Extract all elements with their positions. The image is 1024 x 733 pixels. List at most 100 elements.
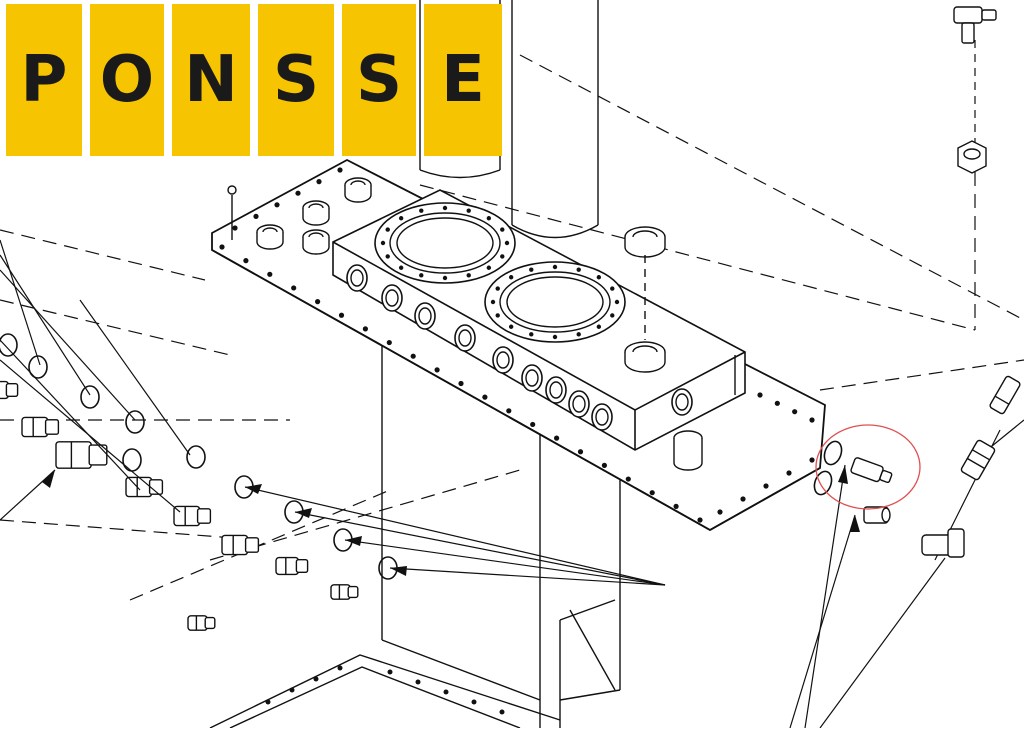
bolt bbox=[482, 394, 488, 400]
bolt bbox=[337, 167, 343, 173]
bolt bbox=[232, 225, 238, 231]
flange-bolt bbox=[442, 275, 448, 281]
bolt bbox=[673, 503, 679, 509]
logo-letter: S bbox=[258, 4, 334, 156]
fitting bbox=[173, 505, 212, 527]
port-inner bbox=[549, 381, 563, 399]
bolt bbox=[757, 392, 763, 398]
seal-ring bbox=[122, 448, 142, 472]
port-inner bbox=[595, 408, 609, 426]
bolt bbox=[410, 353, 416, 359]
seal-ring bbox=[125, 410, 145, 434]
bolt bbox=[291, 285, 297, 291]
bolt bbox=[434, 367, 440, 373]
port-inner bbox=[350, 269, 364, 287]
flange-bolt bbox=[614, 299, 620, 305]
bolt bbox=[458, 380, 464, 387]
seal-ring bbox=[186, 445, 206, 469]
arrow-heads bbox=[42, 465, 860, 576]
port-outer bbox=[591, 403, 613, 431]
flange-bolt bbox=[508, 275, 514, 280]
fitting bbox=[21, 416, 60, 438]
bolt bbox=[338, 312, 345, 318]
bolt bbox=[243, 258, 249, 264]
port-inner bbox=[458, 329, 472, 347]
flange-bolt bbox=[398, 216, 404, 221]
bolt bbox=[253, 213, 259, 219]
flange-bolt bbox=[495, 286, 500, 291]
leader-lines bbox=[0, 40, 1024, 729]
flange-bolt bbox=[610, 313, 615, 318]
hex-connector bbox=[960, 439, 996, 481]
bolt bbox=[809, 457, 815, 463]
right-fittings bbox=[813, 6, 1021, 558]
bolt bbox=[740, 496, 746, 502]
port-outer bbox=[414, 302, 436, 330]
flange-bolt bbox=[385, 227, 390, 232]
fitting bbox=[330, 584, 359, 600]
side-ports bbox=[346, 264, 693, 431]
flange-right bbox=[484, 261, 626, 343]
flange-bolt bbox=[500, 227, 505, 232]
bolt bbox=[530, 421, 536, 428]
port-inner bbox=[675, 393, 689, 411]
flange-bolt bbox=[552, 264, 558, 270]
logo-letter: P bbox=[6, 4, 82, 156]
bolt bbox=[386, 339, 392, 346]
flange-bolt bbox=[398, 265, 404, 270]
bolt bbox=[316, 179, 322, 185]
flange-bolt bbox=[495, 313, 500, 318]
bolt bbox=[717, 509, 723, 515]
flange-bolt bbox=[380, 240, 386, 246]
bolt bbox=[219, 244, 225, 250]
fitting bbox=[221, 534, 260, 556]
ponsse-logo: P O N S S E bbox=[6, 4, 502, 156]
fitting bbox=[275, 556, 309, 576]
bolt bbox=[792, 409, 798, 415]
seal-ring bbox=[28, 355, 48, 379]
bolt bbox=[786, 470, 792, 476]
bolt bbox=[554, 435, 560, 441]
flange-bolt bbox=[508, 324, 514, 329]
flange-bolt bbox=[529, 332, 534, 337]
port-outer bbox=[454, 324, 476, 352]
bolt bbox=[809, 417, 815, 423]
flange-bolt bbox=[385, 254, 390, 259]
flange-bolt bbox=[486, 216, 492, 221]
flange-bolt bbox=[576, 267, 581, 272]
logo-letter: S bbox=[342, 4, 416, 156]
bolt bbox=[601, 462, 608, 468]
flange-bolt bbox=[576, 332, 581, 337]
bolt bbox=[362, 326, 368, 332]
bolt bbox=[295, 190, 301, 196]
port-inner bbox=[496, 351, 510, 369]
port-outer bbox=[346, 264, 368, 292]
fitting bbox=[0, 380, 19, 400]
plug-fitting bbox=[863, 506, 891, 524]
bottom-frame bbox=[209, 654, 561, 729]
bolt bbox=[649, 490, 655, 496]
flange-bolt bbox=[466, 208, 471, 213]
bolt bbox=[577, 449, 584, 455]
port-outer bbox=[521, 364, 543, 392]
port-inner bbox=[385, 289, 399, 307]
logo-letter: E bbox=[424, 4, 502, 156]
flange-bolt bbox=[552, 334, 558, 340]
seal-ring bbox=[0, 333, 18, 357]
logo-letter: O bbox=[90, 4, 164, 156]
flange-bolt bbox=[486, 265, 492, 270]
port-outer bbox=[568, 390, 590, 418]
bolt bbox=[274, 202, 280, 208]
port-outer bbox=[545, 376, 567, 404]
bolt bbox=[625, 476, 631, 482]
nut-fitting bbox=[957, 140, 987, 174]
flange-bolts bbox=[380, 205, 620, 340]
fitting bbox=[187, 615, 216, 631]
straight-connector bbox=[989, 375, 1021, 415]
bolt bbox=[697, 517, 703, 523]
plate-bolts bbox=[219, 167, 815, 523]
port-inner bbox=[525, 369, 539, 387]
flange-bolt bbox=[596, 324, 602, 329]
